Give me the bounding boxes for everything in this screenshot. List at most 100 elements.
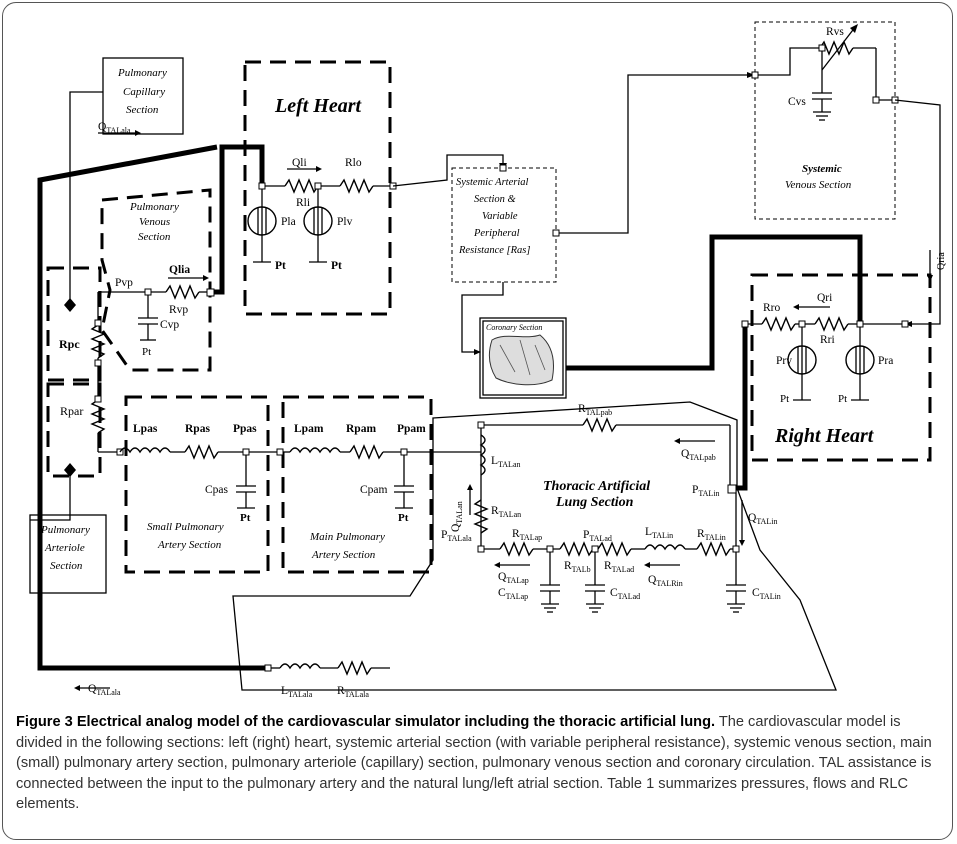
pla-source: [247, 206, 277, 236]
rpas-label: Rpas: [185, 423, 210, 435]
systemic-venous-label-1: Systemic: [802, 163, 842, 175]
l-talala-label: LTALala: [281, 685, 313, 699]
tal-label-2: Lung Section: [555, 495, 634, 510]
r-talan-label: RTALan: [491, 505, 521, 519]
rtalin-resistor: [696, 541, 731, 557]
c-talin-label: CTALin: [752, 587, 781, 601]
rri-resistor: [814, 316, 849, 332]
rro-label: Rro: [763, 302, 781, 314]
rtalb-resistor: [559, 541, 594, 557]
q-talpab-label: QTALpab: [681, 448, 716, 462]
cvs-label: Cvs: [788, 96, 806, 108]
qri-label: Qri: [817, 292, 832, 304]
left-heart-feed-wire: [214, 144, 265, 295]
coronary-heart-image: [488, 334, 554, 386]
p-talad-label: PTALad: [583, 529, 612, 543]
pulm-venous-label-1: Pulmonary: [129, 201, 179, 213]
left-heart-label: Left Heart: [274, 95, 363, 117]
c-talap-label: CTALap: [498, 587, 528, 601]
rvs-label: Rvs: [826, 26, 844, 38]
qlia-label: Qlia: [169, 264, 190, 276]
qli-label: Qli: [292, 157, 307, 169]
q-talan-label: QTALan: [450, 501, 464, 532]
rri-label: Rri: [820, 334, 835, 346]
sys-art-label-4: Peripheral: [473, 228, 520, 239]
sys-art-label-1: Systemic Arterial: [456, 177, 529, 188]
cpam-label: Cpam: [360, 484, 388, 496]
p-talin-label: PTALin: [692, 484, 720, 498]
rlo-resistor: [339, 178, 374, 194]
pulmonary-capillary-box: [46, 266, 102, 382]
rtalad-resistor: [597, 541, 632, 557]
lpam-label: Lpam: [294, 423, 324, 435]
lpas-inductor: [119, 447, 171, 454]
lpam-inductor: [289, 447, 341, 454]
ltalala-inductor: [279, 663, 321, 670]
cvp-label: Cvp: [160, 319, 179, 331]
sys-art-label-3: Variable: [482, 211, 518, 222]
rvp-label: Rvp: [169, 304, 188, 316]
q-talala-bottom-label: QTALala: [88, 683, 121, 697]
prv-label: Prv: [776, 355, 792, 367]
rli-label: Rli: [296, 197, 310, 209]
small-pulmonary-box: [124, 395, 270, 574]
coronary-box: [479, 317, 567, 399]
coronary-right-heart-wire: [566, 234, 863, 371]
capillary-label-box: [102, 57, 184, 135]
main-pulm-label-1: Main Pulmonary: [309, 531, 385, 543]
p-talala-label: PTALala: [441, 529, 472, 543]
pt-label-ra: Pt: [838, 393, 847, 405]
small-pulm-label-1: Small Pulmonary: [147, 521, 224, 533]
pvp-label: Pvp: [115, 277, 133, 289]
arteriole-label-box: [29, 514, 107, 594]
pulmonary-arteriole-box: [46, 382, 102, 478]
rli-resistor: [284, 178, 319, 194]
pulm-capillary-label-3: Section: [126, 104, 159, 116]
right-heart-tal-wire: [735, 324, 748, 491]
pulm-arteriole-label-3: Section: [50, 560, 83, 572]
right-heart-box: [750, 273, 932, 462]
r-talap-label: RTALap: [512, 528, 542, 542]
rpc-label: Rpc: [59, 337, 80, 351]
q-talin-label: QTALin: [748, 512, 777, 526]
pulmonary-venous-box: [100, 188, 212, 372]
rpam-label: Rpam: [346, 423, 376, 435]
right-heart-label: Right Heart: [774, 425, 875, 447]
ppam-label: Ppam: [397, 423, 426, 435]
r-talin-label: RTALin: [697, 528, 726, 542]
l-talin-label: LTALin: [645, 526, 673, 540]
qria-label: Qria: [936, 252, 947, 270]
rlo-label: Rlo: [345, 157, 362, 169]
rtalala-resistor: [337, 660, 372, 676]
l-talan-label: LTALan: [491, 455, 521, 469]
tal-label-1: Thoracic Artificial: [543, 479, 650, 494]
r-talala-label: RTALala: [337, 685, 369, 699]
cpas-label: Cpas: [205, 484, 229, 496]
sys-art-label-2: Section &: [474, 194, 517, 205]
r-talad-label: RTALad: [604, 560, 634, 574]
pla-label: Pla: [281, 216, 296, 228]
aorta-wire: [392, 154, 504, 187]
rtalap-resistor: [499, 541, 534, 557]
tal-outline: [232, 401, 837, 691]
rpam-resistor: [349, 444, 384, 460]
plv-label: Plv: [337, 216, 353, 228]
pt-label-pam: Pt: [398, 512, 409, 524]
lpas-label: Lpas: [133, 423, 158, 435]
circuit-diagram: Left Heart Right Heart Thoracic Artifici…: [29, 21, 947, 699]
figure-caption: Figure 3 Electrical analog model of the …: [16, 712, 941, 815]
sys-art-ven-wire: [556, 74, 755, 234]
rro-resistor: [761, 316, 796, 332]
q-talap-label: QTALap: [498, 571, 529, 585]
pra-label: Pra: [878, 355, 893, 367]
systemic-venous-box: [754, 21, 896, 220]
pt-label-1: Pt: [275, 260, 286, 272]
pulm-venous-label-2: Venous: [139, 216, 170, 228]
c-talad-label: CTALad: [610, 587, 640, 601]
caption-title: Figure 3 Electrical analog model of the …: [16, 714, 716, 730]
pt-label-rv: Pt: [780, 393, 789, 405]
sys-art-label-5: Resistance [Ras]: [458, 245, 530, 256]
pulm-capillary-label-1: Pulmonary: [117, 67, 167, 79]
main-loop-wire: [37, 144, 268, 671]
